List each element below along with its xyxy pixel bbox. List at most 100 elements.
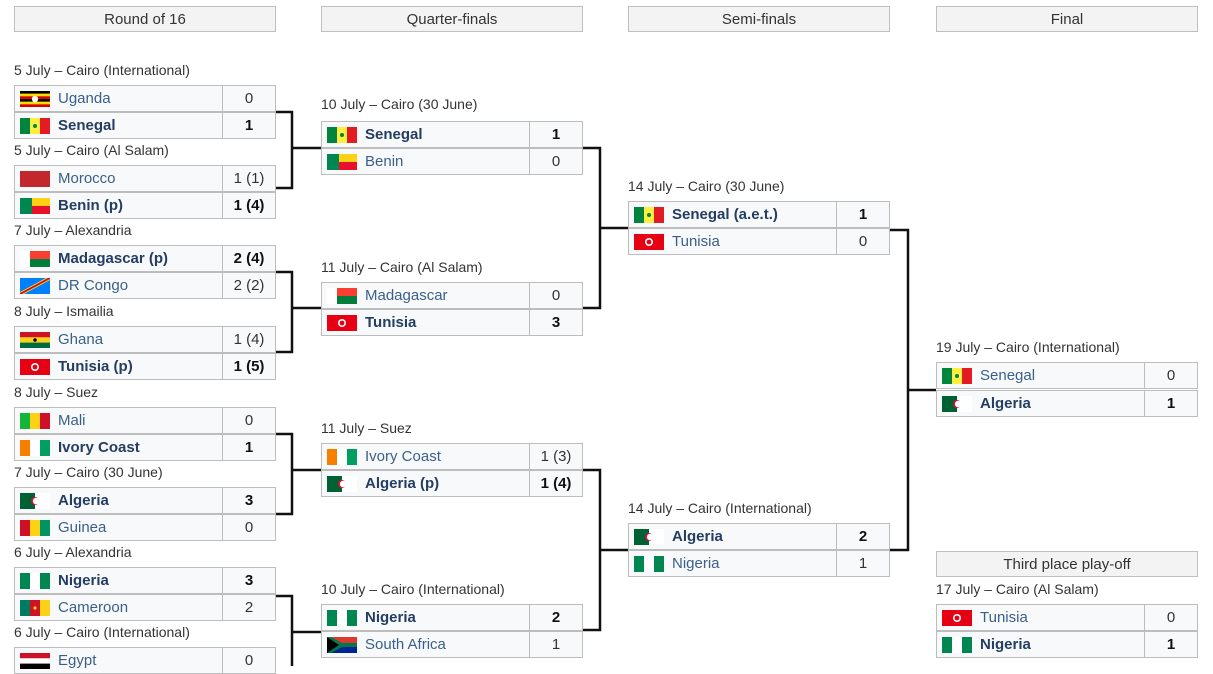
team-name[interactable]: South Africa xyxy=(365,636,446,653)
team-name[interactable]: Senegal xyxy=(365,126,423,143)
team-cell: Guinea xyxy=(15,515,223,540)
header-final: Final xyxy=(936,6,1198,32)
team-cell: Morocco xyxy=(15,166,223,191)
team-cell: Tunisia xyxy=(937,605,1145,630)
nigeria-flag-icon xyxy=(634,555,664,572)
tunisia-flag-icon xyxy=(634,233,664,250)
team-row: Mali 0 xyxy=(14,407,276,434)
egypt-flag-icon xyxy=(20,652,50,669)
team-name[interactable]: Ivory Coast xyxy=(58,439,140,456)
team-name[interactable]: Guinea xyxy=(58,519,107,536)
team-cell: Tunisia xyxy=(629,229,837,254)
team-score: 0 xyxy=(551,287,561,304)
team-name[interactable]: Nigeria xyxy=(672,555,720,572)
team-row: Senegal (a.e.t.)1 xyxy=(628,201,890,228)
team-name[interactable]: Nigeria xyxy=(58,572,109,589)
team-cell: Algeria xyxy=(629,524,837,549)
team-score: 2 xyxy=(858,528,868,545)
team-cell: Egypt xyxy=(15,648,223,673)
team-name[interactable]: Algeria xyxy=(980,395,1031,412)
team-name[interactable]: Tunisia xyxy=(980,609,1028,626)
team-cell: Cameroon xyxy=(15,595,223,620)
team-name[interactable]: Senegal (a.e.t.) xyxy=(672,206,778,223)
team-name[interactable]: Senegal xyxy=(980,367,1036,384)
match-caption: 8 July – Suez xyxy=(14,384,99,400)
madagascar-flag-icon xyxy=(327,287,357,304)
team-cell: Algeria xyxy=(15,488,223,513)
team-score: 2 (4) xyxy=(233,250,265,267)
team-row: Ivory Coast 1 xyxy=(14,434,276,461)
team-name[interactable]: Algeria (p) xyxy=(365,475,440,492)
nigeria-flag-icon xyxy=(942,636,972,653)
team-score: 3 xyxy=(551,314,561,331)
team-row: Benin (p)1 (4) xyxy=(14,192,276,219)
team-score: 3 xyxy=(244,572,254,589)
nigeria-flag-icon xyxy=(20,572,50,589)
team-score: 1 (3) xyxy=(540,448,572,465)
team-name[interactable]: Uganda xyxy=(58,90,111,107)
match-caption: 11 July – Suez xyxy=(321,420,412,436)
match-caption: 11 July – Cairo (Al Salam) xyxy=(321,259,483,275)
team-name[interactable]: Nigeria xyxy=(365,609,416,626)
algeria-flag-icon xyxy=(634,528,664,545)
team-row: Cameroon 2 xyxy=(14,594,276,621)
team-score: 2 (2) xyxy=(233,277,265,294)
team-score: 0 xyxy=(244,412,254,429)
team-name[interactable]: Tunisia xyxy=(672,233,720,250)
team-name[interactable]: Nigeria xyxy=(980,636,1031,653)
team-name[interactable]: Madagascar (p) xyxy=(58,250,169,267)
match-caption: 7 July – Cairo (30 June) xyxy=(14,464,163,480)
team-score: 2 xyxy=(551,609,561,626)
team-cell: Algeria xyxy=(937,391,1145,416)
team-name[interactable]: Ghana xyxy=(58,331,104,348)
team-score: 1 xyxy=(244,439,254,456)
senegal-flag-icon xyxy=(942,367,972,384)
team-cell: Nigeria xyxy=(15,568,223,593)
match-caption: 14 July – Cairo (30 June) xyxy=(628,178,785,194)
team-cell: Nigeria xyxy=(629,551,837,576)
team-score: 2 xyxy=(244,599,254,616)
uganda-flag-icon xyxy=(20,90,50,107)
match-caption: 8 July – Ismailia xyxy=(14,303,114,319)
team-name[interactable]: Madagascar xyxy=(365,287,448,304)
team-row: Tunisia 3 xyxy=(321,309,583,336)
team-cell: Madagascar xyxy=(322,283,530,308)
team-name[interactable]: Benin (p) xyxy=(58,197,123,214)
senegal-flag-icon xyxy=(20,117,50,134)
team-row: Tunisia (p)1 (5) xyxy=(14,353,276,380)
team-name[interactable]: Algeria xyxy=(58,492,109,509)
algeria-flag-icon xyxy=(942,395,972,412)
match-caption: 6 July – Cairo (International) xyxy=(14,624,190,640)
team-cell: Mali xyxy=(15,408,223,433)
match-caption: 5 July – Cairo (Al Salam) xyxy=(14,142,169,158)
team-row: Uganda 0 xyxy=(14,85,276,112)
team-name[interactable]: DR Congo xyxy=(58,277,129,294)
team-name[interactable]: Tunisia (p) xyxy=(58,358,133,375)
team-name[interactable]: Egypt xyxy=(58,652,97,669)
team-row: Madagascar (p) 2 (4) xyxy=(14,245,276,272)
team-cell: DR Congo xyxy=(15,273,223,298)
team-row: Madagascar 0 xyxy=(321,282,583,309)
team-name[interactable]: Tunisia xyxy=(365,314,417,331)
algeria-flag-icon xyxy=(327,475,357,492)
team-row: Nigeria 2 xyxy=(321,604,583,631)
team-cell: Ivory Coast xyxy=(322,444,530,469)
team-cell: Benin xyxy=(322,149,530,174)
team-name[interactable]: Benin xyxy=(365,153,404,170)
team-row: Tunisia 0 xyxy=(628,228,890,255)
team-score: 0 xyxy=(244,90,254,107)
team-name[interactable]: Algeria xyxy=(672,528,723,545)
team-name[interactable]: Morocco xyxy=(58,170,116,187)
team-name[interactable]: Cameroon xyxy=(58,599,129,616)
team-name[interactable]: Senegal xyxy=(58,117,116,134)
team-score: 0 xyxy=(858,233,868,250)
team-name[interactable]: Mali xyxy=(58,412,86,429)
team-name[interactable]: Ivory Coast xyxy=(365,448,441,465)
